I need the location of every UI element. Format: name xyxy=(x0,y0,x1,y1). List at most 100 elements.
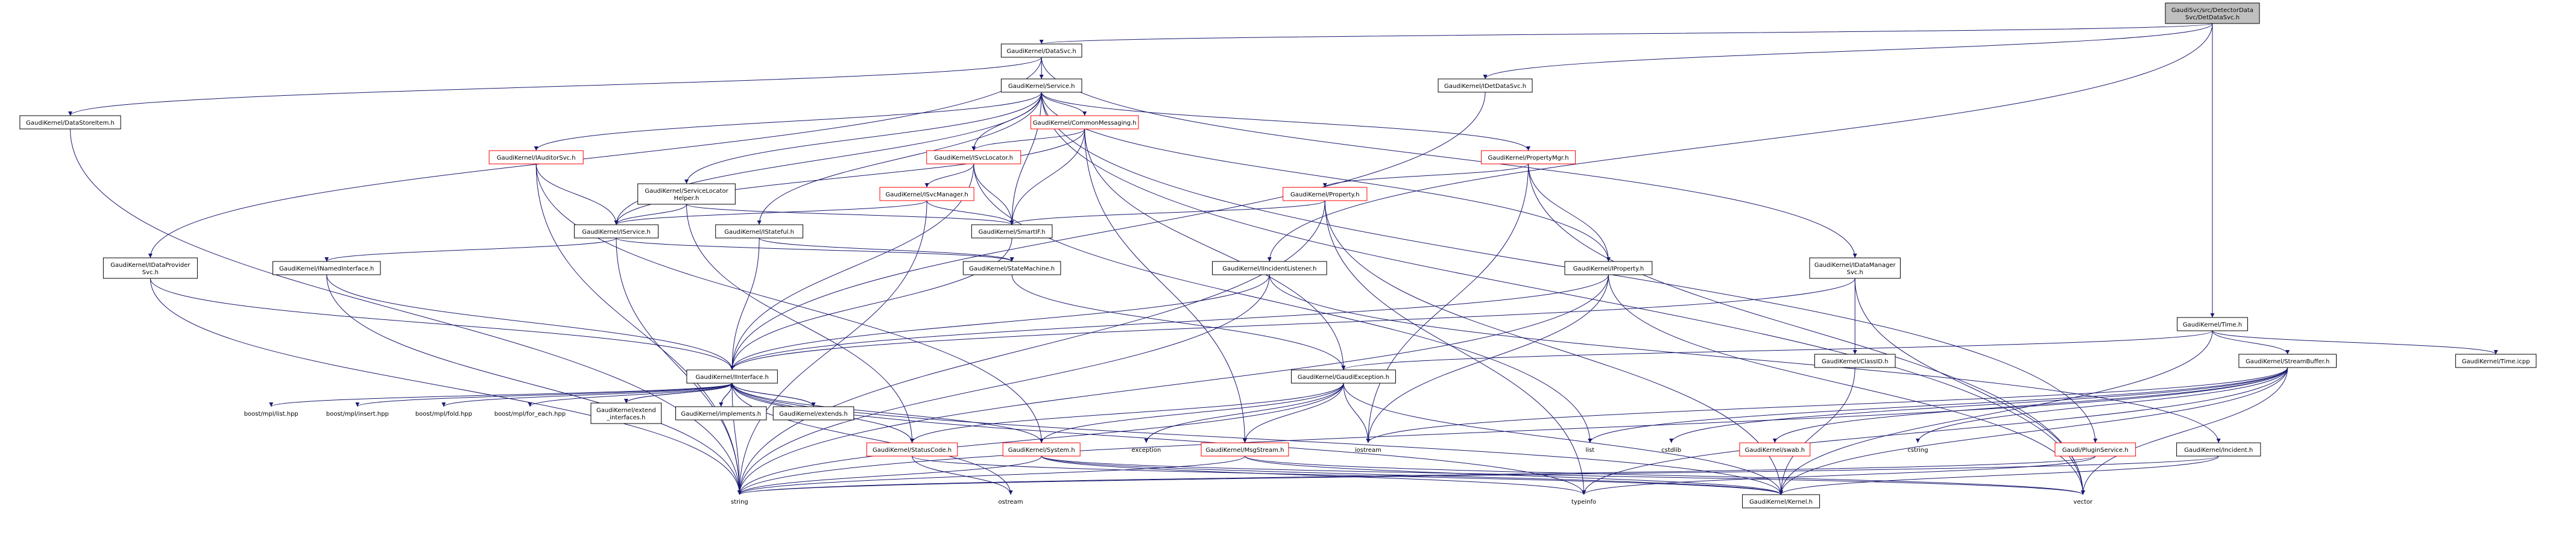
edge-iauditorsvc-to-iservice xyxy=(535,163,619,225)
node-iinterface[interactable]: GaudiKernel/IInterface.h xyxy=(686,369,778,384)
node-box xyxy=(1739,442,1811,457)
node-box xyxy=(1438,78,1533,93)
edge xyxy=(1343,383,1371,443)
edge-iinterface-to-boost_fold xyxy=(441,383,733,407)
node-istateful[interactable]: GaudiKernel/IStateful.h xyxy=(715,224,804,239)
node-cstring: cstring xyxy=(1907,447,1928,454)
node-datastoreitem[interactable]: GaudiKernel/DataStoreItem.h xyxy=(19,115,121,130)
node-smartif[interactable]: GaudiKernel/SmartIF.h xyxy=(971,224,1053,239)
node-time[interactable]: GaudiKernel/Time.h xyxy=(2177,317,2248,331)
edge xyxy=(1324,200,1784,495)
edge-svclocatorhelper-to-statuscode xyxy=(686,204,915,443)
node-streambuffer[interactable]: GaudiKernel/StreamBuffer.h xyxy=(2238,354,2337,368)
node-label: GaudiKernel/DataSvc.h xyxy=(1007,48,1076,55)
node-label: vector xyxy=(2074,499,2094,505)
node-datasvc[interactable]: GaudiKernel/DataSvc.h xyxy=(1000,43,1082,58)
node-iservice[interactable]: GaudiKernel/IService.h xyxy=(573,224,659,239)
node-label: boost/mpl/for_each.hpp xyxy=(494,411,566,418)
node-msgstream[interactable]: GaudiKernel/MsgStream.h xyxy=(1201,442,1289,457)
node-label: GaudiKernel/DataStoreItem.h xyxy=(26,120,115,127)
node-property[interactable]: GaudiKernel/Property.h xyxy=(1283,187,1368,201)
node-label: typeinfo xyxy=(1571,499,1596,505)
edge-extend_interfaces-to-iinterface xyxy=(625,383,734,404)
edge-istateful-to-iinterface xyxy=(730,237,760,371)
edge xyxy=(1009,200,1325,225)
edge xyxy=(148,57,1042,258)
node-label: GaudiKernel/Incident.h xyxy=(2184,447,2253,454)
edge-inamedinterface-to-string xyxy=(326,274,742,495)
edge xyxy=(1041,92,1087,116)
edge-datastoreitem-to-string xyxy=(70,128,742,495)
node-iproperty[interactable]: GaudiKernel/IProperty.h xyxy=(1564,261,1653,275)
node-box xyxy=(772,406,854,421)
node-boost_list: boost/mpl/list.hpp xyxy=(244,411,298,418)
edge-propertymgr-to-iostream xyxy=(1366,163,1529,443)
edge xyxy=(731,383,1013,495)
node-kernel[interactable]: GaudiKernel/Kernel.h xyxy=(1742,494,1820,508)
node-iincidentlistener[interactable]: GaudiKernel/IIncidentListener.h xyxy=(1212,261,1327,275)
edge-time-to-timeicpp xyxy=(2212,330,2498,355)
node-commonmsg[interactable]: GaudiKernel/CommonMessaging.h xyxy=(1031,115,1139,130)
node-service[interactable]: GaudiKernel/Service.h xyxy=(1000,78,1082,93)
edge xyxy=(1009,128,1085,225)
edge-commonmsg-to-msgstream xyxy=(1084,128,1247,443)
node-label: cstdlib xyxy=(1661,447,1681,454)
edge xyxy=(1242,383,1344,443)
node-isvcmanager[interactable]: GaudiKernel/ISvcManager.h xyxy=(879,187,974,201)
edge xyxy=(1041,455,2085,495)
node-statemachine[interactable]: GaudiKernel/StateMachine.h xyxy=(962,261,1061,275)
node-classid[interactable]: GaudiKernel/ClassID.h xyxy=(1814,354,1896,368)
node-isvclocator[interactable]: GaudiKernel/ISvcLocator.h xyxy=(926,150,1021,164)
node-statuscode[interactable]: GaudiKernel/StatusCode.h xyxy=(866,442,958,457)
node-label: GaudiKernel/StateMachine.h xyxy=(969,266,1055,272)
edge xyxy=(535,163,742,495)
node-system[interactable]: GaudiKernel/System.h xyxy=(1002,442,1081,457)
node-label: Svc.h xyxy=(142,269,159,276)
edge-isvclocator-to-smartif xyxy=(973,163,1014,225)
edge-iauditorsvc-to-system xyxy=(535,163,1044,443)
node-label: boost/mpl/list.hpp xyxy=(244,411,298,418)
edge-datasvc-to-idatamanager xyxy=(1041,57,1857,258)
node-swab[interactable]: GaudiKernel/swab.h xyxy=(1739,442,1811,457)
node-extends[interactable]: GaudiKernel/extends.h xyxy=(772,406,854,421)
node-label: ostream xyxy=(999,499,1023,505)
node-label: GaudiKernel/MsgStream.h xyxy=(1205,447,1284,454)
edge xyxy=(1041,57,1857,258)
node-root[interactable]: GaudiSvc/src/DetectorDataSvc/DetDataSvc.… xyxy=(2165,2,2260,24)
edge xyxy=(1084,128,1346,371)
edge-streambuffer-to-vector xyxy=(2080,367,2288,495)
node-extend_interfaces[interactable]: GaudiKernel/extend_interfaces.h xyxy=(590,402,662,424)
node-label: GaudiKernel/IProperty.h xyxy=(1573,266,1644,272)
edge-msgstream-to-vector xyxy=(1244,455,2085,495)
node-inamedinterface[interactable]: GaudiKernel/INamedInterface.h xyxy=(272,261,381,275)
node-label: list xyxy=(1585,447,1594,454)
node-idetdatasvc[interactable]: GaudiKernel/IDetDataSvc.h xyxy=(1438,78,1533,93)
edge-service-to-commonmsg xyxy=(1041,92,1087,116)
node-implements[interactable]: GaudiKernel/implements.h xyxy=(675,406,767,421)
edge xyxy=(1779,330,2213,495)
node-iauditorsvc[interactable]: GaudiKernel/IAuditorSvc.h xyxy=(488,150,584,164)
edge-iinterface-to-ostream xyxy=(731,383,1013,495)
node-gaudiexception[interactable]: GaudiKernel/GaudiException.h xyxy=(1291,369,1396,384)
edge-root-to-datasvc xyxy=(1040,23,2213,45)
edge-iinterface-to-boost_foreach xyxy=(528,383,733,407)
node-ostream: ostream xyxy=(999,499,1023,505)
edge-iinterface-to-string xyxy=(731,383,742,495)
edge xyxy=(912,455,1013,495)
edge-pluginservice-to-typeinfo xyxy=(1582,455,2096,495)
node-box xyxy=(1031,115,1139,130)
edge-iinterface-to-system xyxy=(731,383,1044,443)
edge-iincidentlistener-to-incident xyxy=(1269,274,2221,443)
node-propertymgr[interactable]: GaudiKernel/PropertyMgr.h xyxy=(1481,150,1576,164)
node-incident[interactable]: GaudiKernel/Incident.h xyxy=(2176,442,2261,457)
edge xyxy=(1322,163,1529,188)
node-box xyxy=(1742,494,1820,508)
node-label: boost/mpl/insert.hpp xyxy=(326,411,389,418)
node-timeicpp[interactable]: GaudiKernel/Time.icpp xyxy=(2455,354,2537,368)
edge-msgstream-to-kernel xyxy=(1244,455,1783,495)
node-pluginservice[interactable]: Gaudi/PluginService.h xyxy=(2054,442,2136,457)
